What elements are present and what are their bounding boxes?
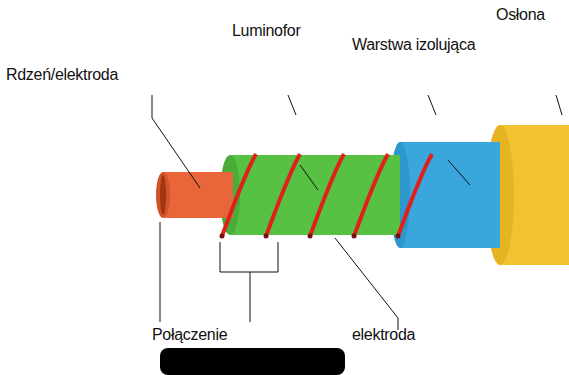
helix-dot <box>308 234 313 239</box>
cover-block <box>160 348 345 375</box>
helix-turn <box>310 154 344 236</box>
part-label: Luminofor <box>232 22 300 40</box>
part-label: Rdzeń/elektroda <box>6 66 118 84</box>
core <box>163 172 233 218</box>
helix-turn <box>222 154 256 236</box>
helix-wire <box>220 154 433 239</box>
helix-turn <box>354 154 388 236</box>
part-label: Warstwa izolująca <box>352 36 475 54</box>
core-end-inner <box>160 175 166 215</box>
part-label: Połączenie <box>152 326 227 344</box>
core-end <box>156 172 170 218</box>
leader-lines <box>152 95 562 330</box>
part-label: elektroda <box>352 326 415 344</box>
helix-dot <box>264 234 269 239</box>
phosphor <box>230 155 400 235</box>
helix-dot <box>396 234 401 239</box>
helix-turn <box>398 154 432 236</box>
helix-dot <box>352 234 357 239</box>
helix-dot <box>220 234 225 239</box>
helix-turn <box>266 154 300 236</box>
part-label: Osłona <box>496 6 545 24</box>
